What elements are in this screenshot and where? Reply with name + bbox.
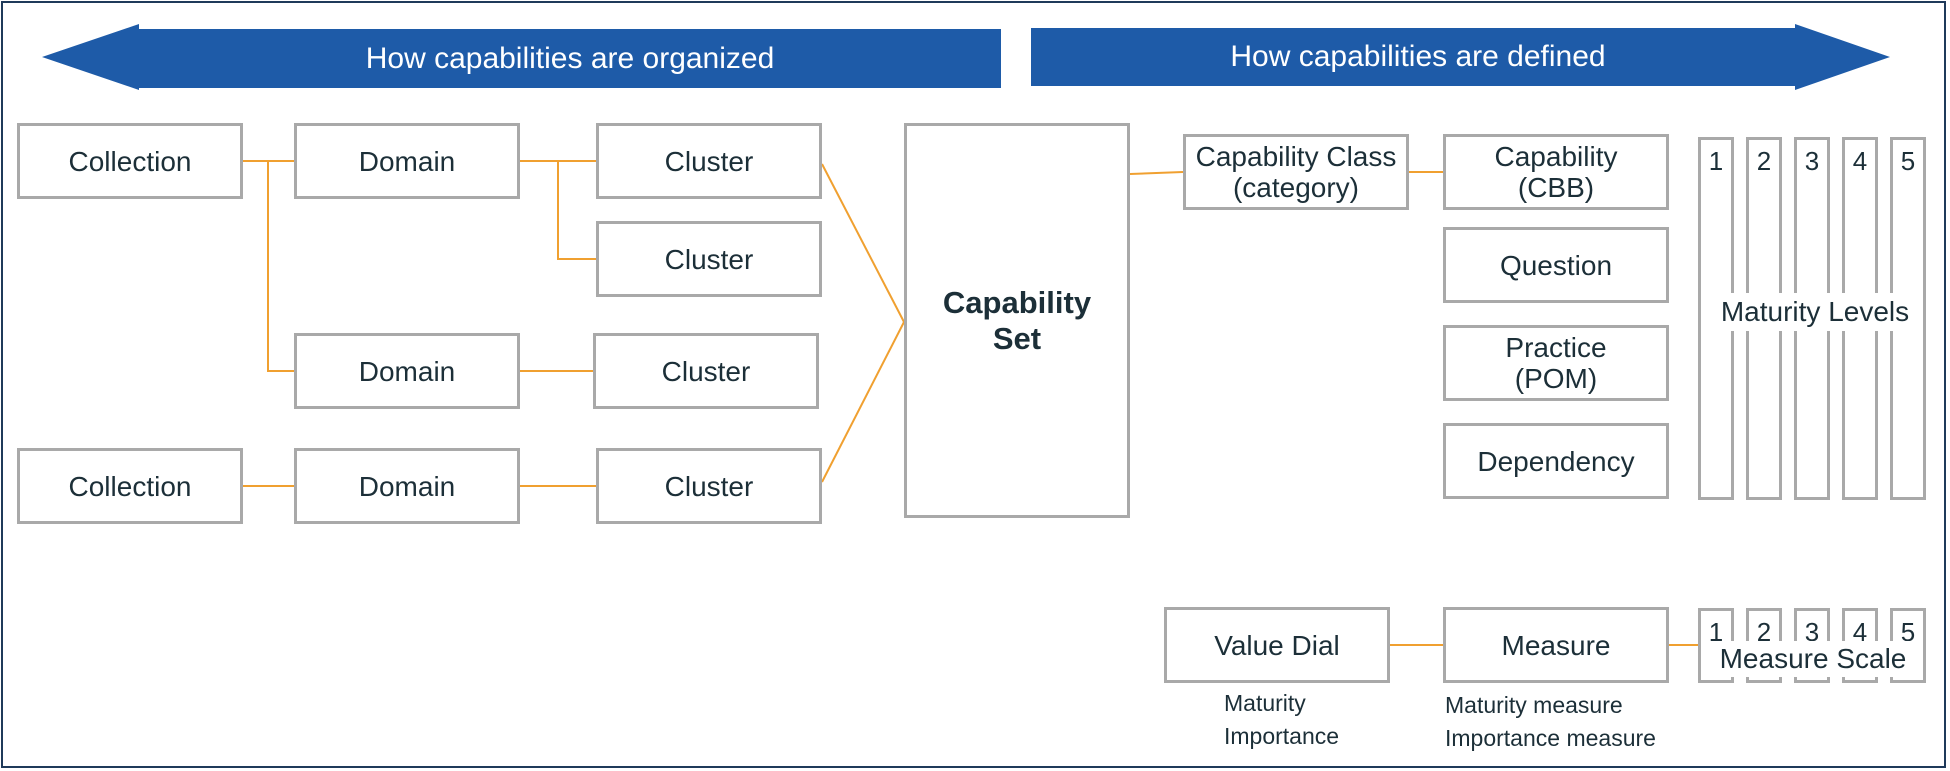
connector-set-class	[1129, 171, 1184, 175]
banner-label-defined: How capabilities are defined	[1230, 40, 1606, 73]
cluster-box-1: Cluster	[596, 123, 822, 199]
capability-set-box: Capability Set	[904, 123, 1130, 518]
value-dial-notes: Maturity Importance	[1224, 687, 1339, 753]
measure-box: Measure	[1443, 607, 1669, 683]
connector-lines	[243, 160, 1700, 646]
maturity-level-1-number: 1	[1708, 146, 1724, 176]
value-dial-note-importance: Importance	[1224, 723, 1340, 749]
question-box: Question	[1443, 227, 1669, 303]
maturity-levels-label: Maturity Levels	[1716, 293, 1914, 331]
maturity-level-3-number: 3	[1804, 146, 1820, 176]
measure-scale-3-number: 3	[1804, 617, 1820, 647]
connector-cluster4-set	[821, 321, 905, 483]
cluster-box-4: Cluster	[596, 448, 822, 524]
domain-box-1: Domain	[294, 123, 520, 199]
maturity-level-4-number: 4	[1852, 146, 1868, 176]
domain-box-3: Domain	[294, 448, 520, 524]
measure-scale-1-number: 1	[1708, 617, 1724, 647]
value-dial-box: Value Dial	[1164, 607, 1390, 683]
maturity-level-2-number: 2	[1756, 146, 1772, 176]
practice-box: Practice (POM)	[1443, 325, 1669, 401]
capability-class-box: Capability Class (category)	[1183, 134, 1409, 210]
maturity-level-5-number: 5	[1900, 146, 1916, 176]
connector-collection1-domain2	[267, 161, 294, 372]
measure-note-maturity: Maturity measure	[1445, 692, 1623, 718]
measure-scale-5-number: 5	[1900, 617, 1916, 647]
connector-domain1-cluster2	[557, 161, 596, 260]
domain-box-2: Domain	[294, 333, 520, 409]
capability-box: Capability (CBB)	[1443, 134, 1669, 210]
left-banner-arrow	[42, 24, 1001, 90]
banner-label-organized: How capabilities are organized	[365, 41, 775, 75]
measure-scale-label: Measure Scale	[1712, 641, 1914, 677]
value-dial-note-maturity: Maturity	[1224, 690, 1306, 716]
collection-box-2: Collection	[17, 448, 243, 524]
measure-note-importance: Importance measure	[1445, 725, 1656, 751]
measure-scale-2-number: 2	[1756, 617, 1772, 647]
measure-scale-4-number: 4	[1852, 617, 1868, 647]
cluster-box-2: Cluster	[596, 221, 822, 297]
connector-cluster1-set	[821, 163, 905, 323]
cluster-box-3: Cluster	[593, 333, 819, 409]
measure-notes: Maturity measure Importance measure	[1445, 689, 1656, 755]
collection-box-1: Collection	[17, 123, 243, 199]
dependency-box: Dependency	[1443, 423, 1669, 499]
right-banner-arrow	[1031, 24, 1890, 90]
